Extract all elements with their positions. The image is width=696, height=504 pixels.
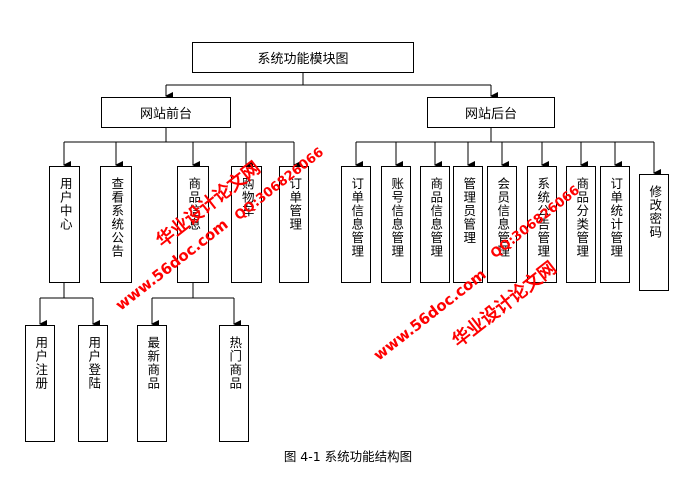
figure-caption: 图 4-1 系统功能结构图 (283, 449, 413, 464)
module-product-info-management: 商品信息管理 (420, 166, 450, 283)
module-label: 热门商品 (227, 336, 243, 390)
module-label: 用户中心 (57, 177, 73, 231)
module-order-statistics-management: 订单统计管理 (600, 166, 630, 283)
module-label: 订单管理 (287, 177, 303, 231)
module-label: 商品信息管理 (428, 177, 444, 258)
submodule-user-register: 用户注册 (25, 325, 55, 442)
module-account-info-management: 账号信息管理 (381, 166, 411, 283)
group-node-label: 网站后台 (464, 107, 517, 122)
group-node-label: 网站前台 (139, 107, 192, 122)
module-label: 商品信息 (186, 177, 202, 231)
module-label: 商品分类管理 (574, 177, 590, 258)
module-label: 用户注册 (33, 336, 49, 390)
module-label: 订单信息管理 (349, 177, 365, 258)
module-label: 查看系统公告 (109, 177, 125, 258)
module-label: 系统公告管理 (535, 177, 551, 258)
group-node-backend: 网站后台 (427, 97, 555, 128)
module-label: 用户登陆 (86, 336, 102, 390)
module-shopping-cart: 购物车 (231, 166, 262, 283)
module-order-management: 订单管理 (279, 166, 309, 283)
module-product-info: 商品信息 (177, 166, 209, 283)
submodule-hot-products: 热门商品 (219, 325, 249, 442)
module-member-info-management: 会员信息管理 (487, 166, 517, 283)
module-view-announcements: 查看系统公告 (100, 166, 132, 283)
module-label: 账号信息管理 (389, 177, 405, 258)
module-label: 购物车 (239, 177, 255, 218)
module-category-management: 商品分类管理 (566, 166, 596, 283)
module-label: 管理员管理 (461, 177, 477, 245)
root-node: 系统功能模块图 (192, 42, 414, 73)
module-change-password: 修改密码 (639, 174, 669, 291)
module-order-info-management: 订单信息管理 (341, 166, 371, 283)
module-label: 会员信息管理 (495, 177, 511, 258)
root-node-label: 系统功能模块图 (257, 52, 349, 67)
submodule-user-login: 用户登陆 (78, 325, 108, 442)
module-admin-management: 管理员管理 (453, 166, 483, 283)
group-node-frontend: 网站前台 (101, 97, 231, 128)
module-announcement-management: 系统公告管理 (527, 166, 557, 283)
module-user-center: 用户中心 (49, 166, 80, 283)
module-label: 订单统计管理 (608, 177, 624, 258)
submodule-new-products: 最新商品 (137, 325, 167, 442)
module-label: 修改密码 (647, 185, 663, 239)
module-label: 最新商品 (145, 336, 161, 390)
